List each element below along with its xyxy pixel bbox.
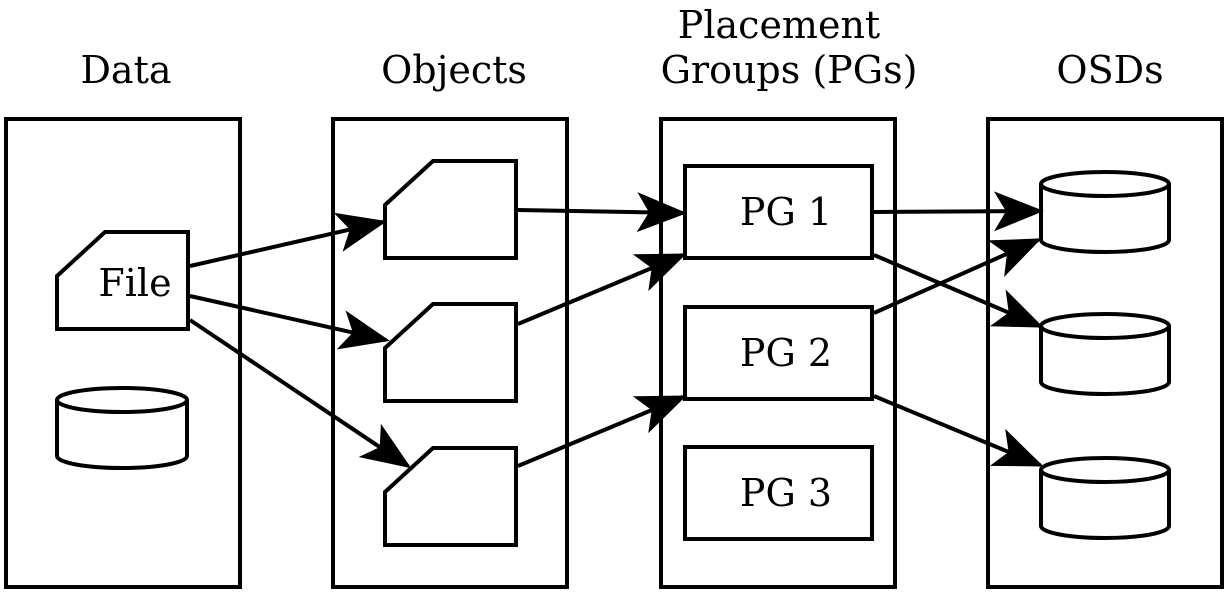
arrow-object-1-to-pg-1 [517, 192, 687, 233]
arrow-file-to-object-3 [188, 318, 412, 469]
osd-3-cylinder-icon [1039, 470, 1171, 540]
file-icon [55, 230, 190, 331]
pg-3: PG 3 [683, 445, 874, 541]
column-header-pgs-line2: Groups (PGs) [661, 48, 918, 92]
arrow-object-2-to-pg-1 [517, 253, 687, 326]
osd-2 [1039, 312, 1171, 396]
data-column-box [4, 117, 242, 589]
pg-1-label: PG 1 [740, 190, 832, 234]
osd-1-cylinder-icon [1039, 184, 1171, 254]
file-label: File [98, 261, 171, 305]
arrow-pg-2-to-osd-3 [873, 394, 1044, 467]
column-header-pgs-line1: Placement [678, 3, 880, 47]
arrow-object-3-to-pg-2 [517, 395, 687, 468]
osd-1-cylinder-top [1039, 170, 1171, 198]
arrow-file-to-object-2 [189, 294, 390, 350]
cylinder-top [55, 386, 189, 414]
osd-3 [1039, 456, 1171, 540]
pgs-column-box [659, 117, 897, 589]
osd-3-cylinder-top [1039, 456, 1171, 484]
pg-2-box [683, 305, 874, 401]
arrow-pg-1-to-osd-2 [873, 253, 1044, 328]
cylinder-icon [55, 400, 189, 470]
osd-2-cylinder-top [1039, 312, 1171, 340]
file-node: File [55, 230, 190, 331]
pg-3-box [683, 445, 874, 541]
data-disk [55, 386, 189, 470]
object-2 [383, 302, 518, 403]
object-1 [383, 159, 518, 260]
pg-2-label: PG 2 [740, 331, 832, 375]
column-header-objects: Objects [381, 48, 527, 92]
pg-2: PG 2 [683, 305, 874, 401]
objects-column-box [331, 117, 569, 589]
pg-3-label: PG 3 [740, 471, 832, 515]
pg-1-box [683, 164, 874, 260]
osd-2-cylinder-icon [1039, 326, 1171, 396]
arrow-file-to-object-1 [189, 212, 387, 268]
arrow-pg-1-to-osd-1 [873, 191, 1044, 232]
pg-1: PG 1 [683, 164, 874, 260]
column-header-osds: OSDs [1056, 48, 1163, 92]
object-3 [383, 446, 518, 547]
column-header-data: Data [80, 48, 171, 92]
arrows [188, 191, 1044, 469]
arrow-pg-2-to-osd-1 [873, 238, 1042, 315]
osds-column-box [986, 117, 1224, 589]
osd-1 [1039, 170, 1171, 254]
